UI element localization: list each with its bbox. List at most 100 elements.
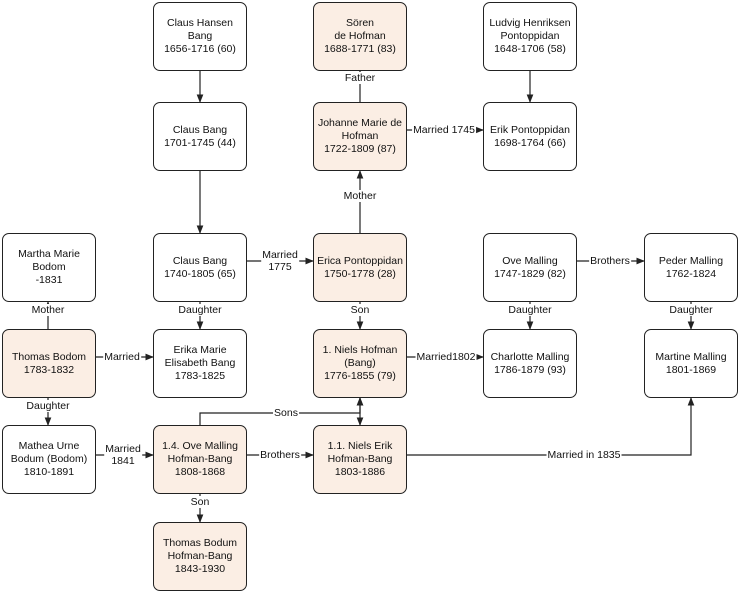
node-text-line: 1722-1809 (87)	[324, 143, 396, 155]
node-text-line: 1776-1855 (79)	[324, 370, 396, 382]
node-text-line: Pontoppidan	[500, 30, 560, 42]
node-text: 1. Niels Hofman(Bang)1776-1855 (79)	[323, 344, 398, 383]
edge-label-father: Father	[343, 72, 377, 84]
node-text-line: 1701-1745 (44)	[164, 136, 236, 149]
edge-label-line: Brothers	[260, 449, 300, 461]
node-text-line: Peder Malling	[658, 254, 724, 267]
edge-label-line: Married	[105, 443, 141, 455]
node-text-line: Hofman-Bang	[327, 453, 393, 465]
node-text-line: Thomas Bodum	[162, 537, 238, 549]
edge-label-line: Married	[262, 249, 298, 261]
edge-label-daughter-erika: Daughter	[177, 304, 223, 316]
edge-label-son-thomas: Son	[189, 496, 211, 508]
node-text-line: Hofman	[341, 130, 379, 142]
node-text-line: 1648-1706 (58)	[494, 43, 566, 55]
node-text-line: 1762-1824	[665, 267, 717, 280]
node-text-line: Erica Pontoppidan	[317, 254, 403, 267]
node-text-line: Hofman-Bang	[167, 453, 233, 465]
edge-label-son-niels: Son	[349, 304, 371, 316]
edge-label-line: Married1802	[416, 351, 476, 363]
edge-label-daughter-charlotte: Daughter	[507, 304, 553, 316]
node-text-line: 1.4. Ove Malling	[162, 440, 238, 452]
node-text-line: Martha Marie	[18, 248, 80, 260]
edge-label-line: Daughter	[26, 400, 70, 412]
edge-label-line: Son	[190, 496, 210, 508]
node-text-line: Mathea Urne	[18, 440, 80, 452]
node-text-line: Claus Bang	[172, 123, 228, 136]
edge-label-line: Brothers	[590, 255, 630, 267]
node-text-line: -1831	[35, 274, 63, 286]
edge-label-brothers-hofman-bang: Brothers	[259, 449, 301, 461]
edge-label-line: 1775	[268, 261, 292, 273]
edge-label-line: Mother	[343, 190, 377, 202]
node-text-line: 1750-1778 (28)	[324, 267, 396, 280]
node-niels-hofman: 1. Niels Hofman(Bang)1776-1855 (79)	[313, 329, 407, 398]
node-text-line: 1656-1716 (60)	[164, 43, 236, 55]
node-text-line: 1783-1825	[174, 370, 226, 382]
node-text-line: 1.1. Niels Erik	[327, 440, 393, 452]
edge-label-daughter-martine: Daughter	[668, 304, 714, 316]
edge-label-line: Son	[350, 304, 370, 316]
node-text-line: Bang	[187, 30, 213, 42]
node-text-line: (Bang)	[344, 357, 376, 369]
node-text-line: Ludvig Henriksen	[489, 17, 571, 29]
node-text-line: 1843-1930	[174, 563, 226, 575]
node-text-line: 1786-1879 (93)	[494, 363, 566, 376]
node-text-line: 1803-1886	[334, 466, 386, 478]
edge-label-sons: Sons	[273, 407, 299, 419]
node-text-line: Charlotte Malling	[490, 350, 570, 363]
node-text-line: 1698-1764 (66)	[494, 136, 566, 149]
node-text-line: Elisabeth Bang	[164, 357, 236, 369]
node-text-line: 1747-1829 (82)	[494, 267, 566, 280]
edge-label-line: Married	[104, 351, 140, 363]
node-text-line: Martine Malling	[655, 350, 727, 363]
node-text-line: 1801-1869	[665, 363, 717, 376]
node-text-line: Hofman-Bang	[167, 550, 233, 562]
node-text-line: de Hofman	[334, 30, 386, 42]
node-text-line: Sören	[345, 17, 375, 29]
node-text-line: Bodum (Bodom)	[10, 453, 88, 465]
node-text-line: 1783-1832	[23, 363, 75, 376]
edge-label-line: 1841	[111, 455, 135, 467]
node-text-line: Ove Malling	[502, 254, 558, 267]
node-text-line: Claus Bang	[172, 254, 228, 267]
node-text-line: 1808-1868	[174, 466, 226, 478]
node-text-line: 1. Niels Hofman	[322, 344, 398, 356]
edge-label-mother-thomas: Mother	[30, 304, 66, 316]
edge-label-married-1802: Married1802	[415, 351, 477, 363]
node-text-line: Johanne Marie de	[317, 117, 403, 129]
